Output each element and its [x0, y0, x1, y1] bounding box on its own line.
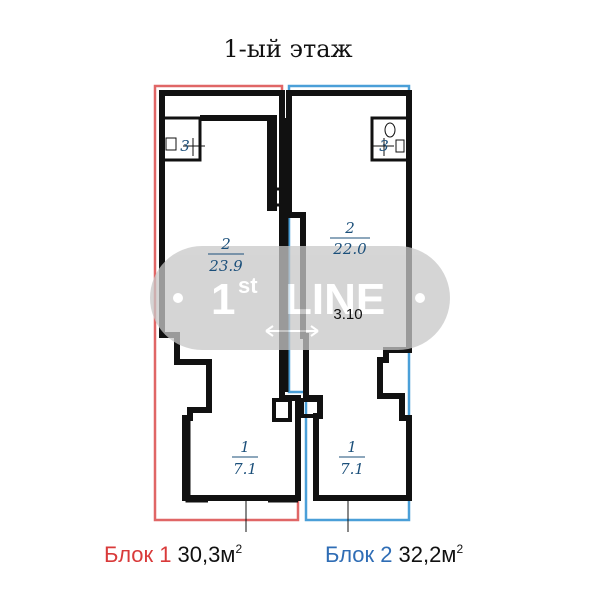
ceiling-height: 3.10: [333, 306, 362, 323]
watermark-word: LINE: [285, 275, 385, 324]
block-2-bath-cross: [372, 138, 394, 156]
block-2-bath-number: 3: [379, 137, 389, 155]
block-1-bath-cross: [183, 138, 205, 156]
plan-title: 1-ый этаж: [223, 35, 352, 63]
block-2-caption-label: Блок 2: [325, 542, 393, 567]
block-2-vestibule-number: 1: [347, 438, 357, 456]
watermark-dot-left: [173, 293, 183, 303]
watermark-plate: [150, 246, 450, 350]
watermark-prefix: 1: [211, 275, 235, 324]
block-1-caption-label: Блок 1: [104, 542, 172, 567]
block-2-main-area: 22.0: [332, 240, 367, 258]
block-1-vestibule-area: 7.1: [233, 460, 257, 478]
block-1-main-area: 23.9: [208, 257, 243, 275]
block-1-caption-area: 30,3м: [177, 542, 236, 567]
block-1-vestibule-number: 1: [240, 438, 250, 456]
watermark-arrow-icon: [265, 325, 319, 337]
watermark-logo: 1 st LINE: [150, 246, 450, 350]
watermark-dot-right: [415, 293, 425, 303]
watermark-sup: st: [238, 273, 258, 298]
block-1-stair-notch: [272, 398, 292, 422]
block-2-caption-unit-sup: 2: [456, 542, 464, 556]
block-2-outline: [287, 84, 411, 522]
block-2-caption-area: 32,2м: [398, 542, 457, 567]
block-1-main-number: 2: [220, 235, 231, 253]
block-1-bath-number: 3: [180, 137, 190, 155]
block-1-caption-unit-sup: 2: [235, 542, 243, 556]
block-2-main-number: 2: [344, 219, 355, 237]
block-2-sink: [395, 139, 405, 153]
block-1-front-wall: [185, 420, 298, 503]
block-2-bath-box: [370, 116, 411, 162]
block-1-bath-box: [160, 116, 202, 162]
block-2-toilet: [384, 122, 396, 138]
block-2-stair-notch: [300, 398, 322, 418]
block-1-bath-fixture: [165, 137, 177, 151]
block-2-vestibule-area: 7.1: [340, 460, 364, 478]
